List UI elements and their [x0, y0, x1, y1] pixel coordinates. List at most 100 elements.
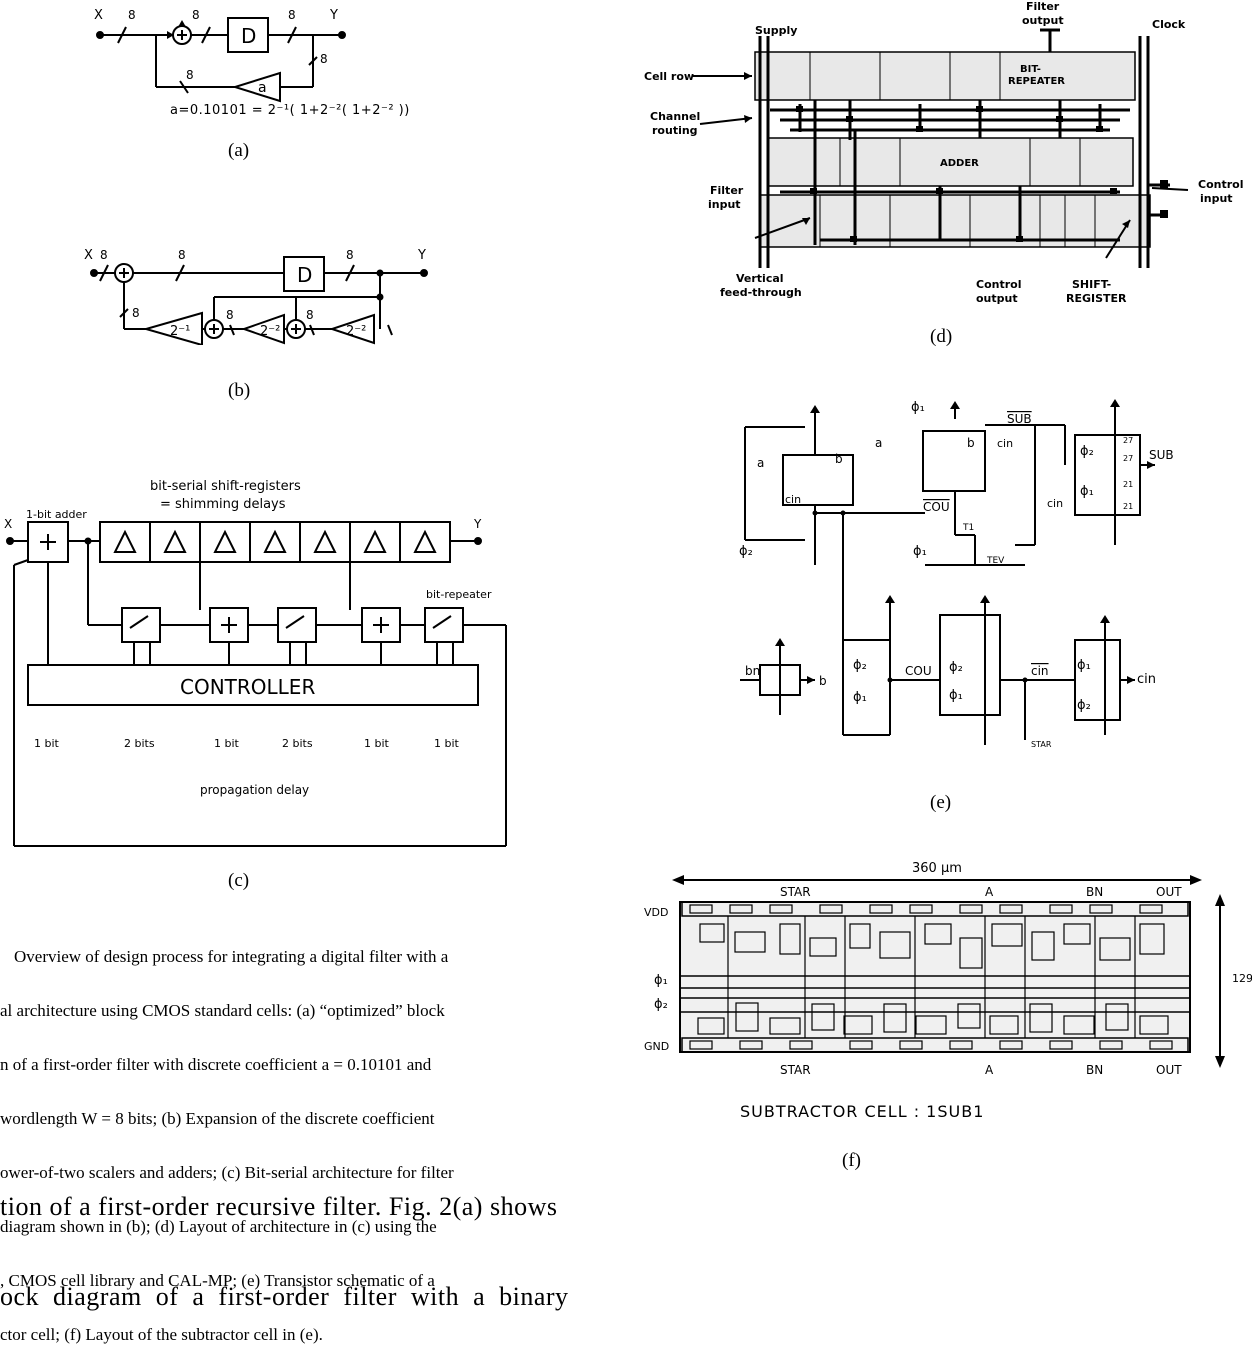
fig-c-delay-4: 1 bit — [364, 737, 390, 750]
fig-e-phi2-r: ϕ₂ — [1080, 444, 1094, 459]
fig-b-s1: 2⁻¹ — [170, 324, 190, 339]
fig-e-phi1-a: ϕ₁ — [911, 400, 925, 415]
fig-b-w1: 8 — [100, 248, 108, 262]
fig-f-width: 360 μm — [912, 861, 962, 876]
fig-d-vertical-1: Vertical — [736, 272, 784, 285]
fig-d-supply: Supply — [755, 24, 797, 37]
fig-c-delay-2: 1 bit — [214, 737, 240, 750]
fig-b-w2: 8 — [178, 248, 186, 262]
fig-f-bot-0: STAR — [780, 1063, 811, 1077]
fig-d-control-input-1: Control — [1198, 178, 1243, 191]
fig-d-channel-1: Channel — [650, 110, 700, 123]
fig-a-label: (a) — [228, 140, 249, 162]
fig-d-clock: Clock — [1152, 18, 1186, 31]
caption-line: wordlength W = 8 bits; (b) Expansion of … — [0, 1110, 500, 1128]
fig-d-control-output-2: output — [976, 292, 1018, 305]
fig-a-w4: 8 — [320, 52, 328, 66]
fig-e-cin-left: cin — [785, 493, 801, 506]
figure-b-diagram: X 8 8 D 8 Y 8 8 8 2⁻¹ 2⁻² 2⁻² — [84, 245, 444, 345]
fig-f-gnd: GND — [644, 1040, 669, 1053]
fig-b-d: D — [297, 263, 312, 287]
fig-c-delay-5: 1 bit — [434, 737, 460, 750]
caption-line: n of a first-order filter with discrete … — [0, 1056, 500, 1074]
fig-a-x: X — [94, 8, 103, 23]
figure-c-diagram: bit-serial shift-registers = shimming de… — [0, 470, 520, 850]
fig-e-b-out: b — [819, 674, 827, 688]
fig-c-label: (c) — [228, 870, 249, 892]
fig-e-cou-bar: COU — [923, 500, 950, 514]
fig-f-top-2: BN — [1086, 885, 1103, 899]
fig-d-filter-input-1: Filter — [710, 184, 744, 197]
fig-c-title2: = shimming delays — [160, 497, 286, 512]
fig-a-w2: 8 — [192, 8, 200, 22]
fig-e-sub-bar: SUB — [1007, 412, 1032, 426]
fig-c-adder-label: 1-bit adder — [26, 508, 87, 521]
fig-f-cell-name: SUBTRACTOR CELL : 1SUB1 — [740, 1102, 984, 1121]
fig-d-vertical-2: feed-through — [720, 286, 802, 299]
fig-f-phi2: ϕ₂ — [654, 997, 668, 1012]
fig-e-phi1-b3: ϕ₁ — [1077, 658, 1091, 673]
fig-e-a-right: a — [875, 436, 882, 450]
fig-e-label: (e) — [930, 792, 951, 814]
fig-c-delay-1: 2 bits — [124, 737, 155, 750]
fig-e-cou: COU — [905, 664, 932, 678]
fig-e-cin-mid: cin — [997, 437, 1013, 450]
fig-d-bit-repeater-2: REPEATER — [1008, 76, 1065, 87]
fig-e-21b: 21 — [1123, 502, 1133, 511]
fig-e-a-left: a — [757, 456, 764, 470]
fig-d-filter-output-1: Filter — [1026, 0, 1060, 13]
fig-f-phi1: ϕ₁ — [654, 973, 668, 988]
fig-b-s3: 2⁻² — [346, 324, 366, 339]
fig-a-formula: a=0.10101 = 2⁻¹( 1+2⁻²( 1+2⁻² )) — [170, 103, 410, 118]
fig-b-s2: 2⁻² — [260, 324, 280, 339]
figure-a-diagram: X 8 8 D 8 Y 8 a 8 — [90, 5, 440, 105]
caption-line: al architecture using CMOS standard cell… — [0, 1002, 500, 1020]
fig-e-phi1-b: ϕ₁ — [913, 544, 927, 559]
fig-a-w3: 8 — [288, 8, 296, 22]
fig-b-label: (b) — [228, 380, 250, 402]
fig-d-control-input-2: input — [1200, 192, 1233, 205]
fig-e-cin-bar: cin — [1031, 664, 1049, 678]
fig-e-b-left: b — [835, 452, 843, 466]
body-paragraph: tion of a first-order recursive filter. … — [0, 1132, 569, 1342]
fig-f-label: (f) — [842, 1150, 861, 1172]
fig-f-bot-2: BN — [1086, 1063, 1103, 1077]
fig-a-w1: 8 — [128, 8, 136, 22]
fig-d-channel-2: routing — [652, 124, 698, 137]
fig-c-y: Y — [473, 517, 482, 531]
fig-d-filter-input-2: input — [708, 198, 741, 211]
fig-e-star: STAR — [1031, 740, 1052, 749]
figure-d-layout: Supply Filter output Clock Cell row Chan… — [640, 0, 1252, 310]
fig-c-prop: propagation delay — [200, 783, 309, 797]
fig-d-bit-repeater-1: BIT- — [1020, 64, 1041, 75]
figure-f-layout: 360 μm 129 STAR A BN OUT STAR A BN OUT V… — [640, 858, 1252, 1088]
fig-d-control-output-1: Control — [976, 278, 1021, 291]
fig-b-y: Y — [417, 248, 426, 263]
fig-d-filter-output-2: output — [1022, 14, 1064, 27]
fig-f-top-0: STAR — [780, 885, 811, 899]
fig-e-21a: 21 — [1123, 480, 1133, 489]
fig-e-cin-right: cin — [1047, 497, 1063, 510]
fig-e-bn: bn — [745, 664, 760, 678]
fig-b-w3: 8 — [346, 248, 354, 262]
fig-d-shift-1: SHIFT- — [1072, 278, 1111, 291]
fig-a-d: D — [241, 24, 256, 48]
fig-e-phi1-b2: ϕ₁ — [949, 688, 963, 703]
fig-e-b-mid: b — [967, 436, 975, 450]
fig-e-t1: T1 — [962, 523, 974, 533]
fig-a-a: a — [258, 80, 267, 96]
fig-c-delay-3: 2 bits — [282, 737, 313, 750]
fig-b-w5: 8 — [226, 308, 234, 322]
fig-c-repeater-label: bit-repeater — [426, 588, 492, 601]
fig-e-phi2-b3: ϕ₂ — [1077, 698, 1091, 713]
fig-b-w4: 8 — [132, 306, 140, 320]
body-line: ock diagram of a first-order filter with… — [0, 1282, 569, 1312]
fig-e-27a: 27 — [1123, 436, 1133, 445]
fig-e-phi2-b1: ϕ₂ — [853, 658, 867, 673]
fig-a-w5: 8 — [186, 68, 194, 82]
fig-b-x: X — [84, 248, 93, 263]
fig-f-vdd: VDD — [644, 906, 668, 919]
fig-d-adder: ADDER — [940, 158, 979, 169]
fig-e-sub: SUB — [1149, 448, 1174, 462]
fig-c-x: X — [4, 517, 12, 531]
